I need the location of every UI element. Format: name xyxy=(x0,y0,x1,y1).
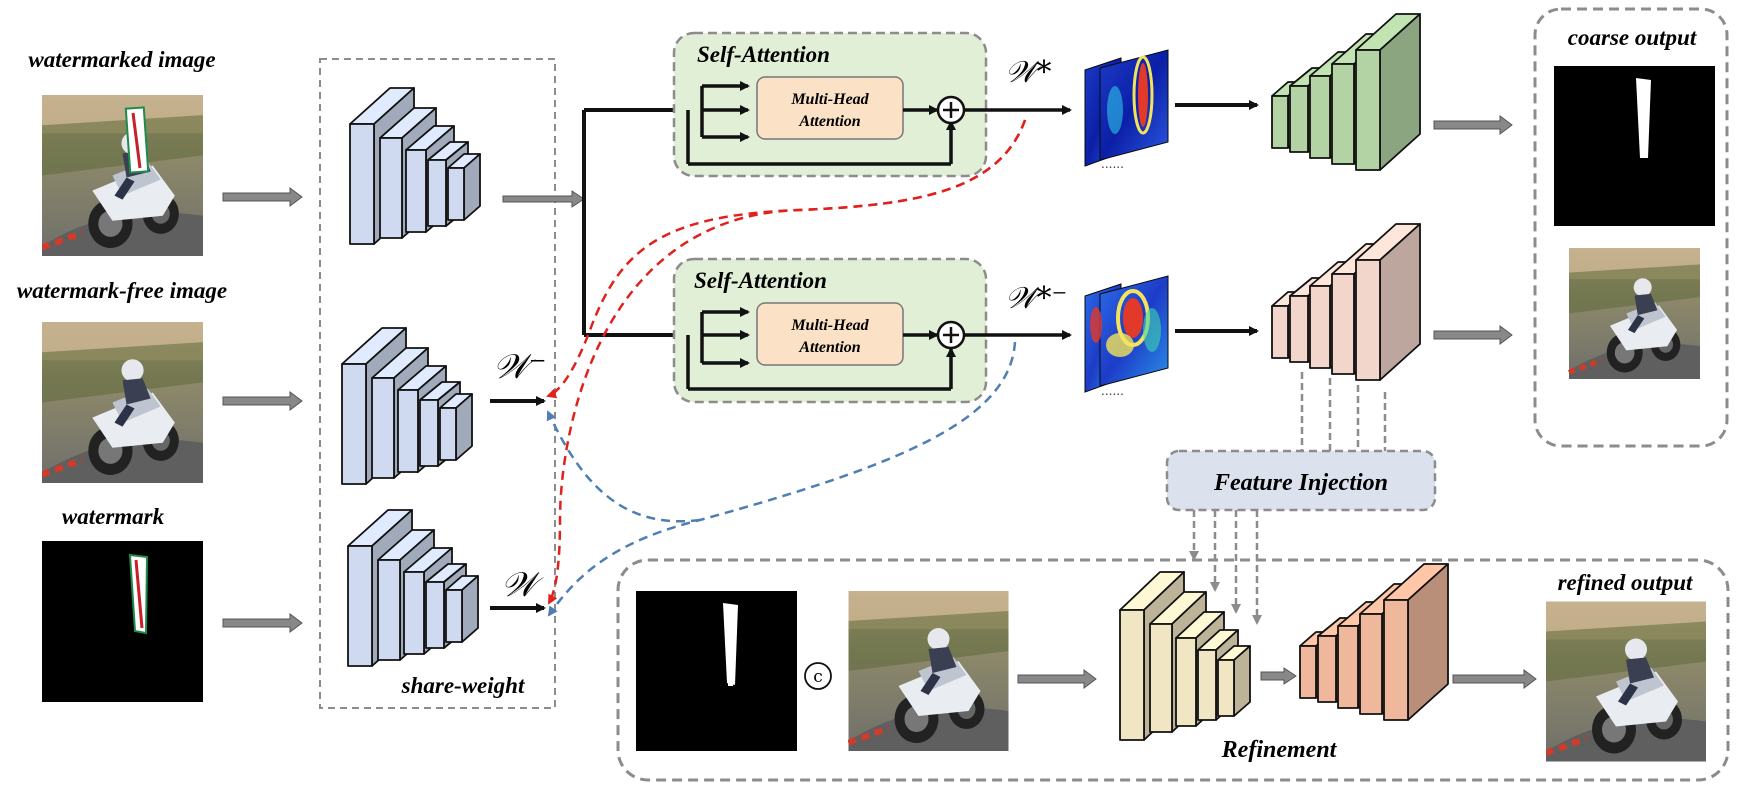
svg-text:Attention: Attention xyxy=(798,113,860,130)
concat-operator: c xyxy=(804,662,832,690)
self-attention-bottom: Self-Attention Multi-Head Attention xyxy=(672,257,1072,404)
watermark-label: watermark xyxy=(62,504,165,529)
refinement-networks xyxy=(1119,563,1449,741)
decoder-top-layer-5 xyxy=(1355,13,1421,171)
watermark-image xyxy=(42,541,203,702)
encoder-bottom-layer-5 xyxy=(445,575,479,643)
svg-text:......: ...... xyxy=(1101,157,1124,171)
self-attention-top: Self-Attention Multi-Head Attention xyxy=(672,31,1072,178)
blue-dashed-curve-lower xyxy=(547,341,1017,617)
feature-injection-box xyxy=(1165,449,1437,512)
refined-output-label: refined output xyxy=(1558,570,1693,595)
heatmap-top: ...... xyxy=(1084,49,1169,171)
coarse-output-box xyxy=(1533,7,1729,448)
red-dashed-curve-lower xyxy=(547,119,1027,605)
share-weight-label: share-weight xyxy=(401,673,525,698)
self-attention-bottom-title: Self-Attention xyxy=(694,268,827,293)
self-attention-top-title: Self-Attention xyxy=(697,42,830,67)
coarse-output-label: coarse output xyxy=(1568,25,1697,50)
feature-injection-label: Feature Injection xyxy=(1213,470,1388,496)
refinement-decoder xyxy=(1299,563,1449,721)
coarse-restored-image xyxy=(1569,248,1700,379)
encoder-bottom xyxy=(347,509,479,667)
svg-text:Attention: Attention xyxy=(798,339,860,356)
input-arrows xyxy=(222,187,303,633)
watermark-free-image xyxy=(42,322,203,483)
decoder-top xyxy=(1271,13,1421,171)
watermarked-image-label: watermarked image xyxy=(28,47,215,72)
svg-text:c: c xyxy=(813,667,823,687)
encoders xyxy=(341,87,481,667)
w-star-minus-symbol: 𝒲*⁻ xyxy=(1005,281,1067,316)
refine-mask-image xyxy=(636,591,797,751)
refine-arrows xyxy=(1017,667,1537,689)
w-star-symbol: 𝒲* xyxy=(1005,55,1051,90)
refine-input-coarse-image xyxy=(849,591,1009,751)
refinement-label: Refinement xyxy=(1221,737,1338,763)
coarse-mask-image xyxy=(1554,66,1715,226)
refinement-box xyxy=(616,558,1730,782)
decoder-bottom xyxy=(1271,223,1421,381)
watermark-free-image-label: watermark-free image xyxy=(17,278,227,303)
decoder-bottom-layer-5 xyxy=(1355,223,1421,381)
refinement-encoder-layer-5 xyxy=(1217,645,1251,717)
refined-output-image xyxy=(1546,602,1706,762)
decoder-output-arrows xyxy=(1433,115,1513,345)
mha-top-block xyxy=(756,76,904,140)
heatmap-bottom: ...... xyxy=(1084,275,1169,398)
w-symbol: 𝒲 xyxy=(501,565,544,605)
encoder-top xyxy=(349,87,481,245)
svg-text:......: ...... xyxy=(1101,384,1124,398)
encoder-middle xyxy=(341,327,473,485)
refinement-encoder xyxy=(1119,571,1251,741)
encoder-top-arrow xyxy=(502,190,585,208)
encoder-top-layer-5 xyxy=(447,153,481,221)
w-minus-symbol: 𝒲⁻ xyxy=(493,347,547,387)
svg-text:Multi-Head: Multi-Head xyxy=(790,317,869,334)
feature-injection-lines xyxy=(1189,372,1387,625)
watermarked-image xyxy=(42,95,203,256)
encoder-middle-layer-5 xyxy=(439,393,473,461)
svg-text:Multi-Head: Multi-Head xyxy=(790,91,869,108)
decoders xyxy=(1271,13,1421,381)
share-weight-box xyxy=(319,58,556,709)
refinement-decoder-layer-5 xyxy=(1383,563,1449,721)
